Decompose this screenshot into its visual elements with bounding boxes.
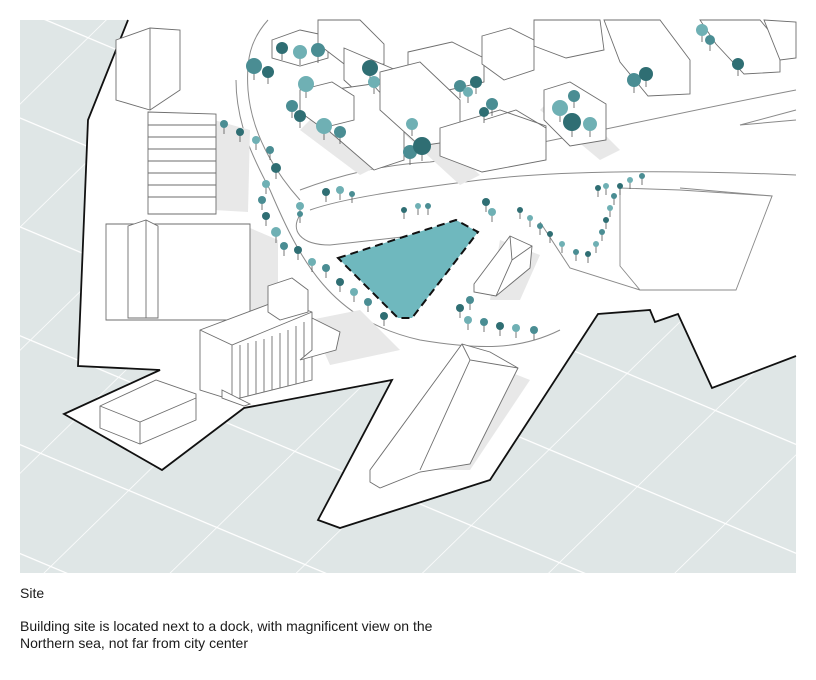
tree-icon <box>517 207 523 213</box>
tree-icon <box>276 42 288 54</box>
building-near-site <box>473 235 533 297</box>
tree-icon <box>266 146 274 154</box>
building-east <box>619 187 773 291</box>
tree-icon <box>627 73 641 87</box>
tree-icon <box>258 196 266 204</box>
tree-icon <box>732 58 744 70</box>
tree-icon <box>425 203 431 209</box>
tree-icon <box>627 177 633 183</box>
tree-icon <box>293 45 307 59</box>
tree-icon <box>463 87 473 97</box>
tree-icon <box>456 304 464 312</box>
tree-icon <box>308 258 316 266</box>
tree-icon <box>362 60 378 76</box>
tree-icon <box>220 120 228 128</box>
tree-icon <box>480 318 488 326</box>
tree-icon <box>639 173 645 179</box>
tree-icon <box>595 185 601 191</box>
tree-icon <box>488 208 496 216</box>
tree-icon <box>316 118 332 134</box>
tree-icon <box>406 118 418 130</box>
tree-icon <box>559 241 565 247</box>
tree-icon <box>336 186 344 194</box>
building-warehouse <box>105 219 251 321</box>
tree-icon <box>547 231 553 237</box>
tree-icon <box>537 223 543 229</box>
building-terraced-slab <box>147 111 217 215</box>
tree-icon <box>611 193 617 199</box>
tree-icon <box>573 249 579 255</box>
tree-icon <box>296 202 304 210</box>
tree-icon <box>262 66 274 78</box>
tree-icon <box>349 191 355 197</box>
tree-icon <box>236 128 244 136</box>
tree-icon <box>607 205 613 211</box>
buildings <box>99 19 797 489</box>
building-harbor-shed <box>99 379 197 445</box>
tree-icon <box>368 76 380 88</box>
tree-icon <box>271 227 281 237</box>
tree-icon <box>696 24 708 36</box>
coastline <box>62 19 797 529</box>
tree-icon <box>599 229 605 235</box>
tree-icon <box>322 264 330 272</box>
tree-icon <box>486 98 498 110</box>
tree-icon <box>311 43 325 57</box>
tree-icon <box>466 296 474 304</box>
tree-icon <box>336 278 344 286</box>
tree-icon <box>512 324 520 332</box>
tree-icon <box>415 203 421 209</box>
building-site-plot <box>336 218 480 319</box>
building-north-west <box>115 27 181 111</box>
tree-icon <box>454 80 466 92</box>
figure-description: Building site is located next to a dock,… <box>20 618 433 651</box>
tree-icon <box>298 76 314 92</box>
tree-icon <box>470 76 482 88</box>
tree-icon <box>527 215 533 221</box>
tree-icon <box>262 180 270 188</box>
tree-icon <box>568 90 580 102</box>
tree-icon <box>530 326 538 334</box>
tree-icon <box>294 246 302 254</box>
building-pier <box>369 343 519 489</box>
trees <box>220 24 744 340</box>
tree-icon <box>496 322 504 330</box>
figure-title: Site <box>20 585 45 601</box>
tree-icon <box>482 198 490 206</box>
tree-icon <box>603 183 609 189</box>
tree-icon <box>413 137 431 155</box>
tree-icon <box>294 110 306 122</box>
tree-icon <box>280 242 288 250</box>
tree-icon <box>252 136 260 144</box>
tree-icon <box>639 67 653 81</box>
tree-icon <box>334 126 346 138</box>
tree-icon <box>364 298 372 306</box>
tree-icon <box>262 212 270 220</box>
tree-icon <box>246 58 262 74</box>
tree-icon <box>286 100 298 112</box>
tree-icon <box>617 183 623 189</box>
tree-icon <box>271 163 281 173</box>
tree-icon <box>583 117 597 131</box>
tree-icon <box>350 288 358 296</box>
tree-icon <box>479 107 489 117</box>
tree-icon <box>464 316 472 324</box>
tree-icon <box>585 251 591 257</box>
tree-icon <box>603 217 609 223</box>
tree-icon <box>593 241 599 247</box>
building-grain-silo <box>199 277 341 407</box>
tree-icon <box>297 211 303 217</box>
tree-icon <box>705 35 715 45</box>
tree-icon <box>552 100 568 116</box>
tree-icon <box>380 312 388 320</box>
tree-icon <box>401 207 407 213</box>
tree-icon <box>322 188 330 196</box>
tree-icon <box>563 113 581 131</box>
